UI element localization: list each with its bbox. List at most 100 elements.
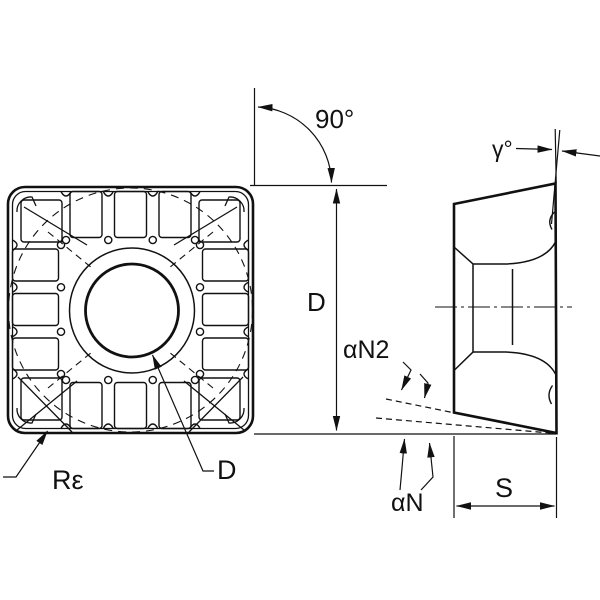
serration-groove-notch (56, 369, 66, 379)
serration-groove-notch (61, 375, 71, 385)
serration-block (11, 337, 60, 371)
clearance-leader-left (399, 438, 407, 491)
corner-details (16, 196, 245, 433)
edge-land-top (549, 211, 556, 230)
rake-face-line (550, 129, 561, 225)
chipbreaker-top-curve (473, 241, 557, 265)
rake-leader-right (561, 149, 600, 157)
serration-block (113, 190, 148, 239)
corner-diagonal (188, 376, 244, 433)
clearance2-leader-right (419, 373, 432, 399)
inscribed-circle-dashed (7, 187, 254, 433)
serration-block (201, 337, 250, 371)
serration-edge-bump (243, 239, 249, 251)
corner-diagonal (173, 206, 238, 246)
serration-groove-notch (56, 240, 66, 250)
cutting-diameter-label: D (307, 287, 326, 317)
clearance-leader-right (420, 442, 435, 491)
serration-block (201, 292, 250, 327)
serration-edge-bump (60, 423, 72, 429)
serration-edge-bump (12, 368, 18, 380)
secondary-clearance-label: αN2 (343, 336, 389, 364)
corner-diagonal (23, 206, 88, 246)
corner-diagonal (183, 380, 245, 431)
serration-edge-bump (12, 239, 18, 251)
serration-edge-bump (102, 423, 114, 429)
serration-edge-bump (147, 423, 159, 429)
face-view (6, 185, 255, 435)
hole-diameter-leader (151, 354, 214, 472)
chipbreaker-bottom-curve (473, 351, 557, 375)
corner-facet-arc (16, 196, 37, 213)
serration-block (69, 381, 103, 430)
corner-facet-arc (16, 407, 37, 424)
serration-groove-notch (195, 369, 205, 379)
clearance-label: αN (391, 489, 424, 517)
corner-radius-label: Rε (52, 465, 84, 495)
countersink-circle (68, 247, 196, 374)
serration-groove-notch (190, 375, 200, 385)
serration-corner-block (20, 199, 63, 243)
rake-leader-left (515, 145, 553, 153)
serration-groove-notch (61, 235, 71, 245)
corner-diagonal (16, 380, 78, 431)
serration-groove-notch (148, 375, 158, 385)
center-hole (84, 262, 180, 359)
serration-groove-notch (56, 282, 66, 292)
serration-edge-bump (243, 368, 249, 380)
serration-edge-bump (12, 326, 18, 338)
corner-facet-arc (224, 407, 245, 424)
serration-groove-notch (195, 327, 205, 337)
serration-block (113, 381, 148, 430)
side-inner-profile (453, 246, 474, 372)
serration-block (158, 381, 192, 430)
serration-edge-bump (60, 191, 72, 197)
hidden-diagonal (168, 231, 214, 269)
serration-edge-bump (12, 281, 18, 293)
serration-groove-notch (103, 235, 113, 245)
serration-block (11, 292, 60, 327)
clearance-hidden-line-lower (375, 417, 557, 435)
corner-radius-leader (3, 430, 48, 478)
side-outline (452, 181, 558, 435)
angle-arc (257, 103, 335, 183)
insert-inner-contour (11, 190, 250, 430)
labels: 90° D D Rε γ° αN2 αN S (52, 104, 513, 517)
edge-land-bottom (548, 385, 554, 405)
corner-angle-label: 90° (315, 104, 354, 134)
corner-hidden-diagonals (47, 231, 214, 389)
serration-block (11, 248, 60, 282)
serration-groove-notch (190, 235, 200, 245)
serration-corner-block (198, 199, 241, 243)
dimensions (3, 88, 600, 518)
serration-groove-notch (195, 282, 205, 292)
serration-edge-bump (189, 423, 201, 429)
rake-angle-label: γ° (492, 136, 513, 162)
clearance-hidden-line-upper (385, 398, 557, 435)
hidden-diagonal (168, 351, 214, 389)
clearance2-leader-left (400, 361, 412, 391)
serration-block (69, 190, 103, 239)
serration-edge-bump (243, 281, 249, 293)
serration-pattern (11, 190, 250, 430)
serration-edge-bump (147, 191, 159, 197)
hidden-diagonal (47, 351, 93, 389)
serration-groove-notch (103, 375, 113, 385)
thickness-label: S (495, 473, 513, 503)
serration-groove-notch (195, 240, 205, 250)
serration-block (201, 248, 250, 282)
hidden-diagonal (47, 231, 93, 269)
serration-edge-bump (102, 191, 114, 197)
corner-diagonal (17, 376, 73, 433)
serration-corner-block (198, 377, 241, 421)
serration-groove-notch (148, 235, 158, 245)
serration-groove-notch (56, 327, 66, 337)
side-view (254, 128, 572, 435)
serration-edge-bump (243, 326, 249, 338)
corner-facet-arc (224, 196, 245, 213)
serration-corner-block (20, 377, 63, 421)
serration-block (158, 190, 192, 239)
hole-diameter-label: D (217, 455, 237, 485)
